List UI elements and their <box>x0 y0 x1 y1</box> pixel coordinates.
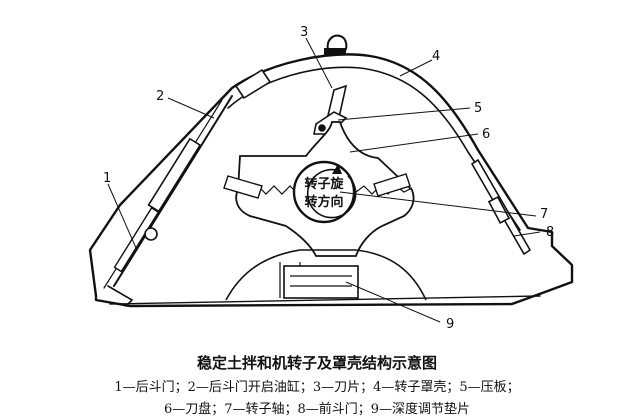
callout-6: 6 <box>482 127 490 142</box>
legend-line-2: 6—刀盘；7—转子轴；8—前斗门；9—深度调节垫片 <box>163 402 471 417</box>
leader-lines <box>107 37 541 323</box>
callout-5: 5 <box>474 101 482 116</box>
callout-8: 8 <box>546 225 554 240</box>
callout-4: 4 <box>432 49 440 64</box>
rotor-direction-text-line2: 转方向 <box>304 194 343 210</box>
legend-line-1: 1—后斗门；2—后斗门开启油缸；3—刀片；4—转子罩壳；5—压板； <box>114 380 520 395</box>
callout-1: 1 <box>103 171 111 186</box>
callout-7: 7 <box>540 207 548 222</box>
rotor-direction-text-line1: 转子旋 <box>304 176 344 192</box>
callout-2: 2 <box>156 89 164 104</box>
rotor-housing-diagram: 转子旋 转方向 1 2 3 4 5 6 7 8 9 <box>88 25 574 332</box>
callout-3: 3 <box>300 25 308 40</box>
rotor-shaft-hub <box>292 160 357 224</box>
diagram-title: 稳定土拌和机转子及罩壳结构示意图 <box>196 354 437 372</box>
front-door <box>470 158 532 256</box>
callout-9: 9 <box>446 317 454 332</box>
rear-door-cylinder <box>103 95 233 307</box>
depth-shim-and-dome <box>225 249 427 301</box>
